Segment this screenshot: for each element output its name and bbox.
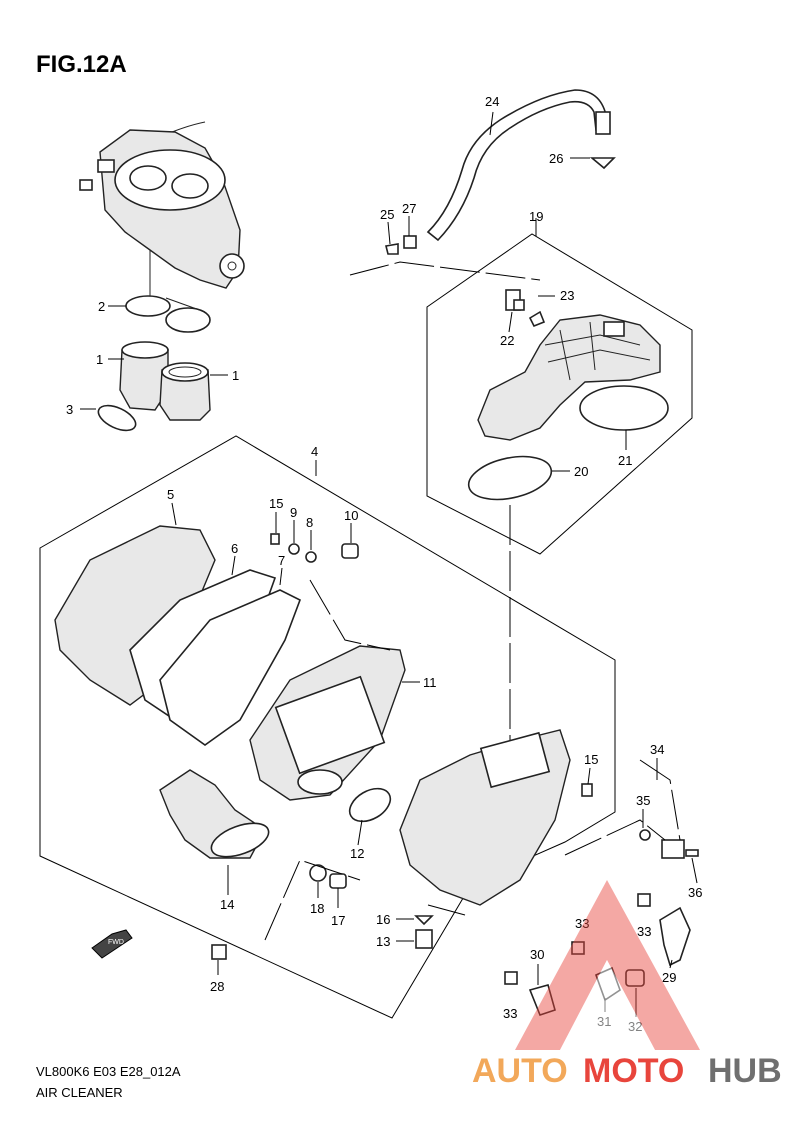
gasket-20 <box>467 455 553 501</box>
drain-plug-13 <box>415 929 433 949</box>
callout-5: 5 <box>167 487 174 502</box>
group-outline-19 <box>426 233 693 555</box>
callout-1: 1 <box>96 352 103 367</box>
washer-9 <box>288 543 300 555</box>
callout-18: 18 <box>310 901 324 916</box>
callout-11: 11 <box>423 675 437 690</box>
callout-33: 33 <box>575 916 589 931</box>
connector-22 <box>505 289 525 311</box>
callout-15: 15 <box>584 752 598 767</box>
callout-8: 8 <box>306 515 313 530</box>
bolt-33-c <box>637 893 651 907</box>
callout-21: 21 <box>618 453 632 468</box>
bolt-15-a <box>270 533 280 545</box>
group-outline-4 <box>39 435 616 1019</box>
callout-4: 4 <box>311 444 318 459</box>
o-ring-3 <box>97 404 137 432</box>
callout-16: 16 <box>376 912 390 927</box>
throttle-body <box>79 121 245 300</box>
callout-35: 35 <box>636 793 650 808</box>
bracket-30 <box>528 984 556 1016</box>
grommet-32 <box>625 969 645 987</box>
nut-18 <box>309 864 327 882</box>
callout-12: 12 <box>350 846 364 861</box>
callout-23: 23 <box>560 288 574 303</box>
callout-2: 2 <box>98 299 105 314</box>
figure-caption: AIR CLEANER <box>36 1085 123 1100</box>
callout-10: 10 <box>344 508 358 523</box>
callout-15: 15 <box>269 496 283 511</box>
case-duct-port <box>479 731 551 789</box>
callout-1: 1 <box>232 368 239 383</box>
clip-25 <box>385 243 399 255</box>
gasket-12 <box>348 787 392 823</box>
bracket-29 <box>659 906 691 967</box>
cap-16 <box>414 915 434 926</box>
nut-8 <box>305 551 317 563</box>
clip-23 <box>528 310 546 328</box>
fitting-27 <box>403 235 417 249</box>
breather-hose-24 <box>426 89 611 242</box>
washer-35 <box>639 829 651 841</box>
fwd-arrow: FWD <box>91 929 133 959</box>
clip-26 <box>589 157 616 170</box>
callout-17: 17 <box>331 913 345 928</box>
watermark-moto: MOTO <box>583 1052 684 1090</box>
gasket-7 <box>159 589 302 746</box>
callout-33: 33 <box>637 924 651 939</box>
callout-19: 19 <box>529 209 543 224</box>
callout-28: 28 <box>210 979 224 994</box>
callout-20: 20 <box>574 464 588 479</box>
callout-25: 25 <box>380 207 394 222</box>
grommet-17 <box>329 873 347 889</box>
callout-14: 14 <box>220 897 234 912</box>
assembly-lines <box>264 261 681 941</box>
figure-title: FIG.12A <box>36 51 127 78</box>
bolt-33-a <box>504 971 518 985</box>
callout-30: 30 <box>530 947 544 962</box>
callout-6: 6 <box>231 541 238 556</box>
callout-9: 9 <box>290 505 297 520</box>
callout-27: 27 <box>402 201 416 216</box>
callout-36: 36 <box>688 885 702 900</box>
screw-36 <box>685 849 699 857</box>
sensor-34 <box>661 839 685 859</box>
callout-33: 33 <box>503 1006 517 1021</box>
intake-funnel-14 <box>159 769 270 859</box>
callout-3: 3 <box>66 402 73 417</box>
model-code: VL800K6 E03 E28_012A <box>36 1064 181 1079</box>
callout-34: 34 <box>650 742 664 757</box>
callout-22: 22 <box>500 333 514 348</box>
grommet-10 <box>341 543 359 559</box>
callout-24: 24 <box>485 94 499 109</box>
seal-ring-21 <box>579 385 669 431</box>
callout-29: 29 <box>662 970 676 985</box>
watermark-hub: HUB <box>708 1052 782 1090</box>
callout-13: 13 <box>376 934 390 949</box>
intake-pipe-1 <box>119 341 211 421</box>
watermark-auto: AUTO <box>472 1052 568 1090</box>
watermark-text: AUTO MOTO HUB <box>472 1052 782 1090</box>
leader-lines <box>80 111 698 1017</box>
bolt-28 <box>211 944 227 960</box>
fwd-label: FWD <box>108 939 124 946</box>
watermark-logo <box>515 880 700 1050</box>
callout-7: 7 <box>278 553 285 568</box>
bolt-15-b <box>581 783 593 797</box>
intake-duct-19 <box>477 314 661 441</box>
clamp-2 <box>125 295 211 333</box>
callout-26: 26 <box>549 151 563 166</box>
filter-element-11 <box>249 645 406 801</box>
bolt-33-b <box>571 941 585 955</box>
